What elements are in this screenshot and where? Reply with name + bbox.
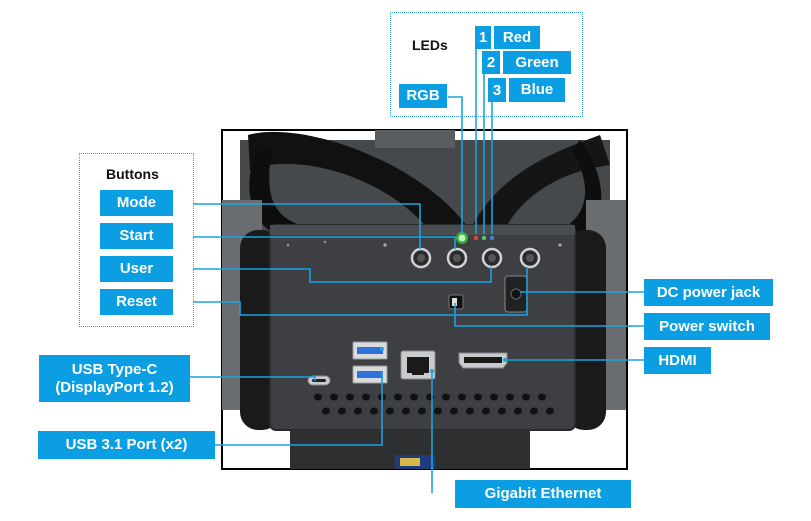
line-start [193,236,456,249]
line-rgb [448,96,463,233]
rgb-label: RGB [399,84,447,108]
led-1-color-label: Red [494,26,540,49]
vent-hole [322,407,330,415]
leds-group-title: LEDs [412,37,448,53]
led-2-number: 2 [482,51,500,74]
strap-right [470,135,610,240]
line-power-switch [454,303,644,327]
line-usbc [190,376,316,381]
vent-hole [482,407,490,415]
led-green [481,235,487,241]
vent-hole [330,393,338,401]
ethernet-label: Gigabit Ethernet [455,480,631,508]
usbc-label: USB Type-C (DisplayPort 1.2) [39,355,190,402]
vent-hole [538,393,546,401]
usb-port-upper [352,341,388,360]
hdmi-label: HDMI [644,347,711,374]
vent-hole [346,393,354,401]
start-label: Start [100,223,173,249]
usbc-label-line1: USB Type-C [71,360,158,378]
vent-hole [394,393,402,401]
reset-label: Reset [100,289,173,315]
mode-label: Mode [100,190,173,216]
line-user [193,267,492,283]
vent-hole [418,407,426,415]
button-user [481,247,503,269]
vent-hole [466,407,474,415]
vent-hole [450,407,458,415]
button-mode [410,247,432,269]
buttons-group-title: Buttons [106,166,159,182]
vent-hole [410,393,418,401]
vent-hole [354,407,362,415]
vent-hole [490,393,498,401]
vent-hole [546,407,554,415]
vent-hole [434,407,442,415]
vent-hole [506,393,514,401]
vent-hole [370,407,378,415]
vent-holes [314,393,554,415]
vent-hole [386,407,394,415]
vent-hole [514,407,522,415]
vent-hole [314,393,322,401]
callout-lines [190,47,644,493]
usb31-label: USB 3.1 Port (x2) [38,431,215,459]
line-mode [193,203,421,249]
leds-group-box [390,12,583,117]
vent-hole [498,407,506,415]
vent-hole [458,393,466,401]
vent-hole [402,407,410,415]
vent-hole [474,393,482,401]
strap-left [248,131,470,245]
vent-hole [522,393,530,401]
vent-hole [362,393,370,401]
led-3-number: 3 [488,78,506,102]
button-start [446,247,468,269]
led-2-color-label: Green [503,51,571,74]
buttons-group-box [79,153,194,327]
line-usb31 [215,372,383,446]
led-rgb [458,234,466,242]
button-reset [519,247,541,269]
usbc-label-line2: (DisplayPort 1.2) [55,378,174,396]
led-1-number: 1 [475,26,491,49]
usb-port-lower [352,365,388,384]
led-blue [489,235,495,241]
vent-hole [338,407,346,415]
power-switch-label: Power switch [644,313,770,340]
led-3-color-label: Blue [509,78,565,102]
vent-hole [530,407,538,415]
vent-hole [442,393,450,401]
dc-jack-label: DC power jack [644,279,773,306]
led-red [473,235,479,241]
line-reset [193,267,528,316]
user-label: User [100,256,173,282]
